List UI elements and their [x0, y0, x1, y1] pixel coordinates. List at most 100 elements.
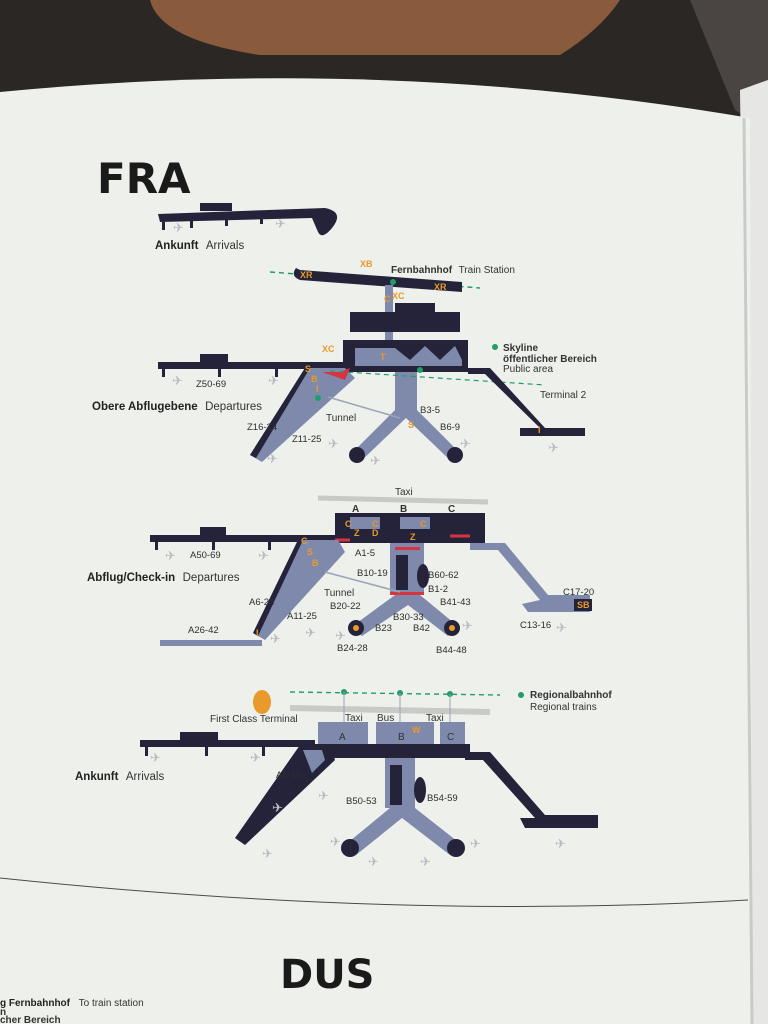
gate-label: A1-5: [355, 548, 375, 559]
transport-taxi-label: Taxi: [345, 713, 363, 724]
gate-label: A6-10: [276, 770, 301, 781]
dus-legend-line: g Fernbahnhof To train station: [0, 998, 144, 1009]
plane-icon: ✈: [258, 549, 269, 564]
marker-c: C: [384, 294, 391, 304]
gate-label: Z16-24: [247, 422, 277, 433]
first-class-label: First Class Terminal: [210, 714, 298, 725]
gate-label: B50-53: [346, 796, 377, 807]
taxi-label: Taxi: [395, 487, 413, 498]
marker-sb: SB: [577, 600, 590, 610]
marker-xb: XB: [360, 259, 373, 269]
gate-label: B1-2: [428, 584, 448, 595]
plane-icon: ✈: [462, 619, 473, 634]
gate-label: B42: [413, 623, 430, 634]
plane-icon: ✈: [330, 835, 341, 850]
dus-legend-line: n: [0, 1007, 6, 1018]
marker-b: I: [256, 628, 259, 638]
regional-dot: [518, 692, 524, 698]
gate-label: Z11-25: [292, 434, 321, 445]
gate-label: B41-43: [440, 597, 471, 608]
train-station-label: Fernbahnhof Train Station: [391, 260, 515, 277]
marker-t: T: [380, 352, 386, 362]
plane-icon: ✈: [250, 751, 261, 766]
plane-icon: ✈: [172, 374, 183, 389]
plane-icon: ✈: [305, 626, 316, 641]
tunnel-label: Tunnel: [326, 413, 356, 424]
plane-icon: ✈: [460, 437, 471, 452]
gate-label: B24-28: [337, 643, 368, 654]
skyline-label: Skyline: [503, 343, 538, 354]
marker-z: Z: [354, 528, 360, 538]
gate-label: B10-19: [357, 568, 388, 579]
plane-icon: ✈: [318, 789, 329, 804]
tunnel-label: Tunnel: [324, 588, 354, 599]
gate-label: B60-62: [428, 570, 459, 581]
gate-label: B23: [375, 623, 392, 634]
marker-w: W: [412, 725, 421, 735]
marker-i: B: [312, 558, 319, 568]
checkin-level-label: Abflug/Check-in Departures: [87, 568, 240, 585]
skyline-en-label: Public area: [503, 364, 553, 375]
plane-icon: ✈: [335, 629, 346, 644]
marker-i: I: [316, 384, 319, 394]
marker-xc: XC: [392, 291, 405, 301]
plane-icon: ✈: [272, 801, 283, 816]
skyline-sub-label: öffentlicher Bereich: [503, 354, 597, 365]
plane-icon: ✈: [262, 847, 273, 862]
map-upper-departures: C XC T XC S B I S I ✈ ✈: [158, 285, 585, 469]
plane-icon: ✈: [270, 632, 281, 647]
plane-icon: ✈: [267, 452, 278, 467]
skyline-dot: [492, 344, 498, 350]
marker-c: C: [420, 519, 427, 529]
transport-taxi-label: Taxi: [426, 713, 444, 724]
plane-icon: ✈: [268, 374, 279, 389]
hall-b-label: B: [398, 732, 405, 743]
regional-label: Regionalbahnhof: [530, 690, 612, 701]
gate-label: A50-69: [190, 550, 221, 561]
arrivals-level-label: Ankunft Arrivals: [75, 767, 164, 784]
skin-area: [150, 0, 620, 55]
plane-icon: ✈: [368, 855, 379, 870]
hall-a-label: A: [339, 732, 346, 743]
map-checkin: C Z C D C Z C S B I SB: [150, 495, 592, 647]
page-gutter: [742, 117, 754, 1024]
plane-icon: ✈: [556, 621, 567, 636]
fra-title: FRA: [97, 154, 191, 203]
plane-icon: ✈: [420, 855, 431, 870]
gate-label: A26-42: [188, 625, 219, 636]
dus-legend-line: cher Bereich: [0, 1015, 61, 1024]
plane-icon: ✈: [150, 751, 161, 766]
marker-xc: XC: [322, 344, 335, 354]
plane-icon: ✈: [370, 454, 381, 469]
regional-en-label: Regional trains: [530, 702, 597, 713]
hall-c-label: C: [447, 732, 454, 743]
train-station: XB XR XR: [269, 259, 481, 292]
marker-s: S: [305, 364, 311, 374]
gate-label: A11-25: [287, 611, 317, 622]
marker-b: B: [311, 374, 318, 384]
plane-icon: ✈: [470, 837, 481, 852]
section-a: A: [352, 504, 359, 515]
gate-label: C17-20: [563, 587, 594, 598]
marker-b: S: [307, 547, 313, 557]
marker-d: D: [372, 528, 379, 538]
mini-map-arrivals: ✈ ✈: [158, 203, 338, 236]
gate-label: B3-5: [420, 405, 440, 416]
section-c: C: [448, 504, 455, 515]
dus-title: DUS: [280, 952, 375, 998]
transport-bus-label: Bus: [377, 713, 394, 724]
plane-icon: ✈: [548, 441, 559, 456]
gate-label: A6-24: [249, 597, 274, 608]
gate-label: B20-22: [330, 601, 361, 612]
gate-label: Z50-69: [196, 379, 226, 390]
section-b: B: [400, 504, 407, 515]
plane-icon: ✈: [555, 837, 566, 852]
gate-label: B54-59: [427, 793, 458, 804]
gate-label: B44-48: [436, 645, 467, 656]
terminal2-label: Terminal 2: [540, 390, 587, 401]
plane-icon: ✈: [328, 437, 339, 452]
gate-label: B30-33: [393, 612, 424, 623]
marker-s: C: [301, 536, 308, 546]
marker-c: C: [345, 519, 352, 529]
